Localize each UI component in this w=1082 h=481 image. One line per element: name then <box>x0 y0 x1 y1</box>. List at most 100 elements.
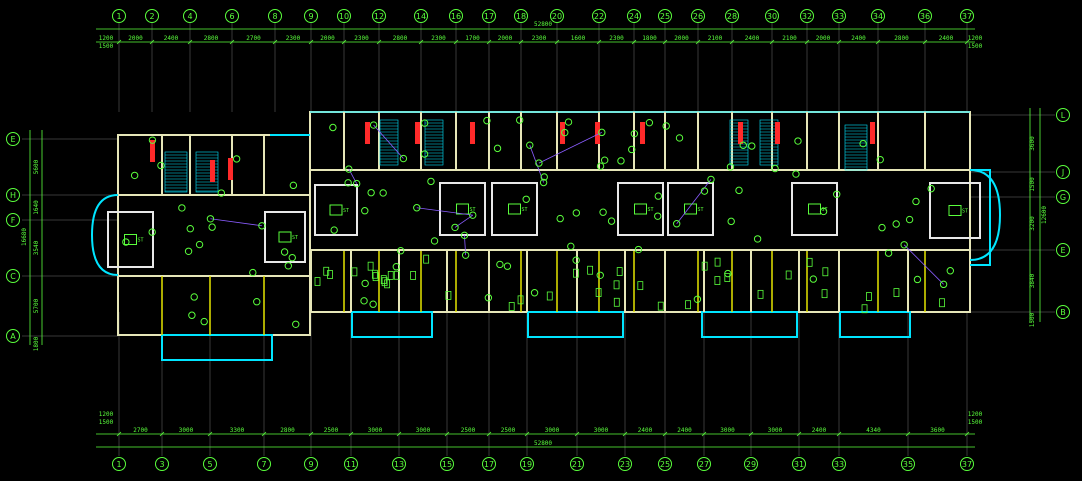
axis-bubble <box>337 9 351 23</box>
bottom-dimension: 3000 <box>368 427 383 434</box>
light-fixture-icon <box>367 188 375 197</box>
bottom-axis-marker: 33 <box>832 457 846 471</box>
axis-label: 22 <box>594 12 604 21</box>
axis-label: 13 <box>394 460 404 469</box>
bottom-dimension: 2400 <box>812 427 827 434</box>
bottom-dimension: 3000 <box>179 427 194 434</box>
stair-outline <box>164 151 188 193</box>
axis-bubble <box>1056 165 1070 179</box>
bottom-axis-marker: 9 <box>304 457 318 471</box>
outlet-icon <box>613 280 620 290</box>
light-fixture-icon <box>420 119 429 127</box>
axis-bubble <box>6 329 20 343</box>
light-fixture-icon <box>369 121 378 129</box>
axis-label: 17 <box>484 12 494 21</box>
panel-icon <box>808 203 821 215</box>
axis-label: 1 <box>116 460 121 469</box>
bottom-axis-marker: 37 <box>960 457 974 471</box>
light-fixture-icon <box>878 223 886 232</box>
building-walls <box>90 111 1002 361</box>
bottom-left-offset: 1500 <box>99 419 114 426</box>
outlet-icon <box>613 297 620 307</box>
stair-outline <box>195 151 219 193</box>
dim-tick <box>444 431 450 437</box>
light-fixture-icon <box>461 251 470 259</box>
light-fixture-icon <box>596 271 604 280</box>
light-fixture-icon <box>232 155 241 163</box>
light-fixture-icon <box>430 237 439 245</box>
axis-label: 8 <box>272 12 277 21</box>
bottom-axis-marker: 27 <box>697 457 711 471</box>
left-offset: 1800 <box>33 336 40 351</box>
outlet-icon <box>861 304 868 314</box>
top-axis-marker: 4 <box>183 9 197 23</box>
left-axis-marker: A <box>6 329 20 343</box>
top-dimension: 2800 <box>894 35 909 42</box>
light-fixture-icon <box>206 215 215 223</box>
axis-label: 26 <box>693 12 703 21</box>
axis-bubble <box>372 9 386 23</box>
bottom-axis-marker: 11 <box>344 457 358 471</box>
light-fixture-icon <box>792 170 800 178</box>
dim-tick <box>922 39 928 45</box>
stair <box>729 119 749 166</box>
outlet-icon <box>714 257 721 267</box>
outlet-icon <box>508 302 515 311</box>
light-fixture-icon <box>208 223 216 231</box>
top-axis-marker: 24 <box>627 9 641 23</box>
right-dimension: 1500 <box>1029 177 1036 192</box>
top-left-offset: 1200 <box>99 35 114 42</box>
stair-outline <box>424 119 444 166</box>
dim-tick <box>376 39 382 45</box>
core-box <box>107 211 154 268</box>
axis-bubble <box>697 457 711 471</box>
left-axis-marker: C <box>6 269 20 283</box>
axis-label: 19 <box>522 460 532 469</box>
light-fixture-icon <box>572 209 581 217</box>
dim-tick <box>836 39 842 45</box>
outlet-icon <box>701 261 708 271</box>
wire <box>373 124 404 159</box>
wire <box>416 207 473 216</box>
right-dimension: 3840 <box>1029 273 1036 288</box>
axis-label: 34 <box>873 12 883 21</box>
light-fixture-icon <box>900 241 908 249</box>
bottom-axis-marker: 5 <box>203 457 217 471</box>
bottom-axis-marker: 1 <box>112 457 126 471</box>
dim-tick <box>596 39 602 45</box>
outlet-icon <box>822 267 829 277</box>
dim-tick <box>418 39 424 45</box>
axis-bubble <box>112 457 126 471</box>
light-fixture-icon <box>483 116 491 125</box>
left-axis-marker: F <box>6 213 20 227</box>
light-fixture-icon <box>607 217 616 225</box>
top-axis-marker: 8 <box>268 9 282 23</box>
axis-label: 27 <box>699 460 709 469</box>
light-fixture-icon <box>526 141 534 149</box>
riser-mark <box>210 160 215 182</box>
light-fixture-icon <box>819 207 828 216</box>
axis-label: 4 <box>187 12 192 21</box>
top-left-offset: 1500 <box>99 43 114 50</box>
outlet-icon <box>785 270 792 280</box>
balcony-3 <box>701 311 798 338</box>
bottom-axis-marker: 7 <box>257 457 271 471</box>
wire <box>538 132 602 164</box>
panel-icon <box>124 234 137 245</box>
unit-core: ST <box>439 182 486 236</box>
light-fixture-icon <box>427 177 435 186</box>
right-axis-marker: G <box>1056 190 1070 204</box>
outlet-icon <box>806 257 813 267</box>
light-fixture-icon <box>876 155 884 164</box>
bottom-dimension: 2500 <box>501 427 516 434</box>
axis-bubble <box>832 9 846 23</box>
core-box <box>617 182 664 236</box>
right-axis-marker: B <box>1056 305 1070 319</box>
top-dimension: 2800 <box>204 35 219 42</box>
bottom-right-offset: 1500 <box>968 419 983 426</box>
light-fixture-icon <box>493 144 502 153</box>
bottom-axis-marker: 3 <box>155 457 169 471</box>
bottom-dimension: 3000 <box>545 427 560 434</box>
light-fixture-icon <box>369 300 377 308</box>
bottom-axis-marker: 29 <box>744 457 758 471</box>
